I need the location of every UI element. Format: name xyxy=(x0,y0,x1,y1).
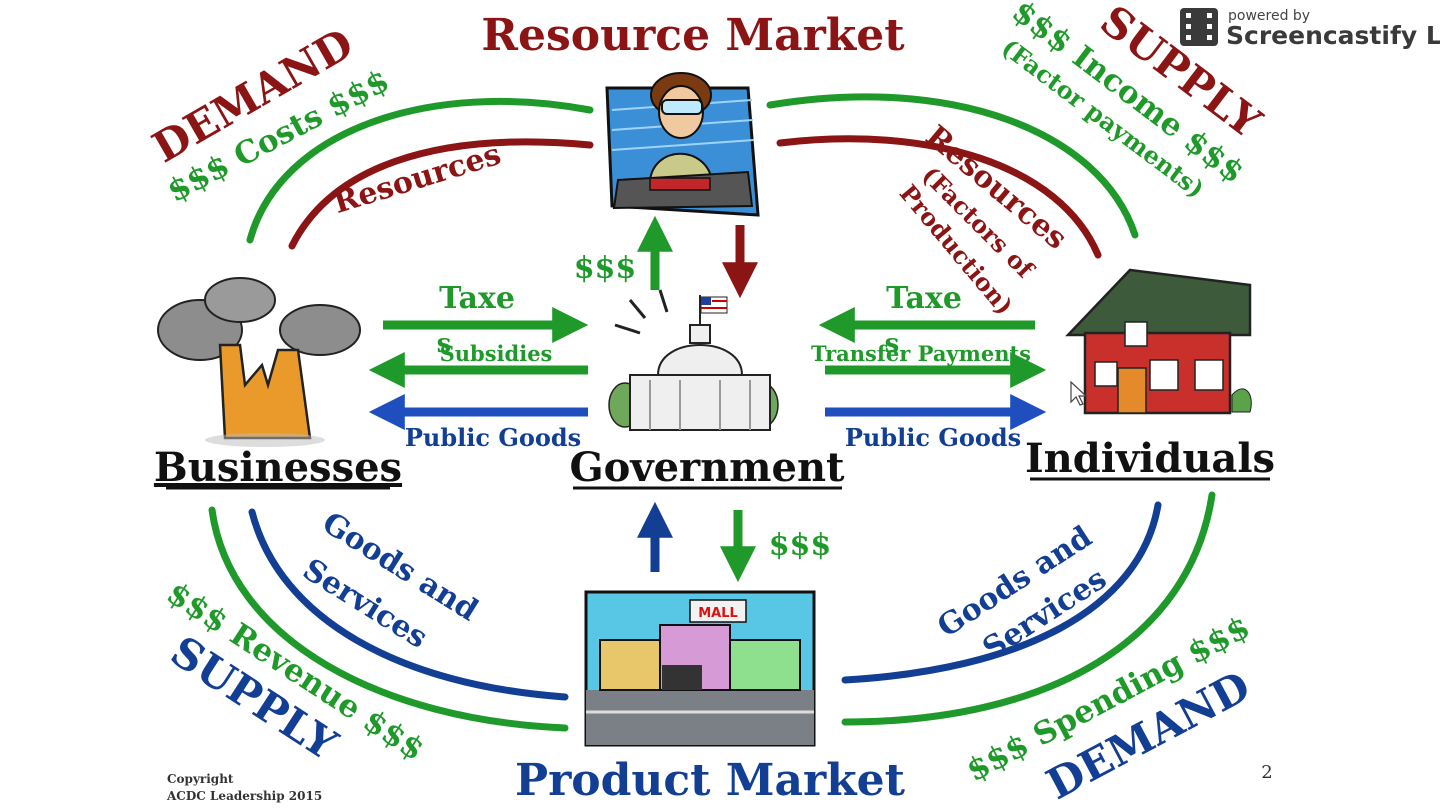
flow-arcs xyxy=(208,93,1216,732)
arc-spending-bottom-right xyxy=(841,491,1216,726)
arc-income-top-right xyxy=(766,93,1139,239)
public-goods-left-label: Public Goods xyxy=(405,423,581,452)
film-strip-icon xyxy=(1180,8,1218,46)
capitol-building-icon xyxy=(608,289,779,431)
shopping-mall-icon: MALL xyxy=(584,590,816,747)
arc-resources-top-left xyxy=(288,138,594,250)
arc-costs-top-left xyxy=(246,97,594,244)
transfer-payments-label: Transfer Payments xyxy=(811,341,1031,366)
arc-goods-bottom-left xyxy=(248,508,569,701)
subsidies-label: Subsidies xyxy=(440,341,553,366)
taxes-right-label: Taxe xyxy=(886,281,962,316)
flow-arrows xyxy=(368,215,1047,583)
gov-money-down-label: $$$ xyxy=(769,528,832,563)
arc-resources-top-right xyxy=(776,135,1102,259)
screencastify-watermark: powered by Screencastify Lit xyxy=(1180,8,1440,50)
worker-at-keyboard-icon xyxy=(605,72,760,217)
factory-icon xyxy=(157,277,361,447)
arc-revenue-bottom-left xyxy=(208,506,569,732)
watermark-line-2: Screencastify Lit xyxy=(1226,21,1440,50)
taxes-left-label-s: s xyxy=(437,329,452,359)
public-goods-right-label: Public Goods xyxy=(845,423,1021,452)
watermark-line-1: powered by xyxy=(1228,8,1310,24)
individuals-label: Individuals xyxy=(1025,435,1275,482)
taxes-right-label-s: s xyxy=(885,329,900,359)
product-market-title: Product Market xyxy=(515,755,906,806)
mouse-cursor-icon xyxy=(1070,380,1088,406)
government-label: Government xyxy=(569,444,845,491)
house-icon xyxy=(1065,268,1252,415)
copyright-line-2: ACDC Leadership 2015 xyxy=(166,789,322,803)
taxes-left-label: Taxe xyxy=(439,281,515,316)
copyright-line-1: Copyright xyxy=(167,772,234,786)
arc-goods-bottom-right xyxy=(841,501,1162,684)
mall-sign: MALL xyxy=(698,606,738,621)
businesses-label: Businesses xyxy=(154,444,402,491)
resources-left-label: Resources xyxy=(329,137,504,221)
gov-money-up-label: $$$ xyxy=(574,251,637,286)
page-number: 2 xyxy=(1261,762,1272,783)
resource-market-title: Resource Market xyxy=(481,10,905,61)
